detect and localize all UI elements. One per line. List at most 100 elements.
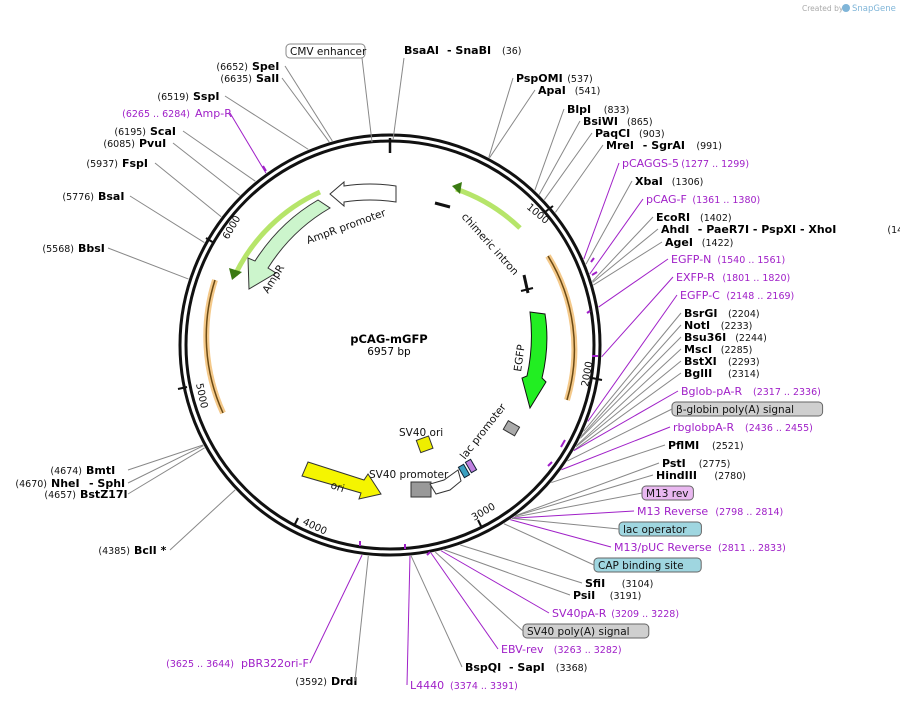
right-site-name[interactable]: BglII — [684, 367, 712, 380]
right-primer-name[interactable]: L4440 — [410, 679, 444, 692]
left-site-name[interactable]: BmtI — [86, 464, 115, 477]
left-site-name[interactable]: SalI — [256, 72, 279, 85]
right-primer-name[interactable]: EGFP-C — [680, 289, 720, 302]
right-primer-name[interactable]: M13/pUC Reverse — [614, 541, 712, 554]
right-site-extra[interactable]: - PaeR7I - PspXI - XhoI — [698, 223, 837, 236]
right-site-name[interactable]: BsiWI — [583, 115, 618, 128]
right-leader-line — [515, 462, 660, 517]
left-site-name[interactable]: FspI — [122, 157, 148, 170]
left-site-name[interactable]: SspI — [193, 90, 219, 103]
cmv-enhancer-box[interactable] — [285, 43, 366, 59]
right-leader-line — [591, 216, 654, 282]
left-site-labels: SpeI (6652) SalI (6635)SspI (6519) Amp-R (6265… — [15, 60, 369, 688]
left-site-name[interactable]: BclI * — [134, 544, 167, 557]
right-primer-name[interactable]: pCAG-F — [646, 193, 687, 206]
chimeric-intron-feature[interactable] — [434, 201, 534, 294]
right-site-name[interactable]: MreI — [606, 139, 634, 152]
right-leader-line — [561, 426, 671, 471]
left-site-name[interactable]: NheI — [51, 477, 80, 490]
credit-created-by: Created by — [802, 4, 844, 13]
right-leader-line — [554, 144, 604, 213]
right-site-name[interactable]: Bsu36I — [684, 331, 726, 344]
right-primer-name[interactable]: rbglobpA-R — [673, 421, 734, 434]
right-leader-line — [543, 132, 593, 200]
right-leader-line — [592, 228, 659, 283]
intron-coverage-arc-core — [547, 255, 576, 401]
left-site-coord: (4674) — [50, 466, 82, 477]
right-site-name[interactable]: BlpI — [567, 103, 591, 116]
left-site-name[interactable]: BbsI — [78, 242, 105, 255]
left-site-coord: (6519) — [157, 92, 189, 103]
backbone-outer — [178, 133, 602, 557]
right-site-name[interactable]: PflMI — [668, 439, 699, 452]
right-site-name[interactable]: ApaI — [538, 84, 566, 97]
right-leader-line — [440, 550, 550, 614]
left-site-extra[interactable]: - SphI — [89, 477, 125, 490]
right-site-extra[interactable]: - SgrAI — [643, 139, 685, 152]
left-primer-name[interactable]: Amp-R — [195, 107, 232, 120]
m13-rev-mark — [464, 458, 478, 474]
left-leader-line — [281, 77, 330, 143]
right-leader-line — [511, 517, 620, 530]
sv40-promoter-label: SV40 promoter — [369, 469, 449, 481]
left-site-name[interactable]: ScaI — [150, 125, 176, 138]
right-primer-name[interactable]: EXFP-R — [676, 271, 715, 284]
egfp-feature[interactable] — [521, 311, 548, 410]
right-site-name[interactable]: BsrGI — [684, 307, 717, 320]
left-leader-line — [127, 445, 204, 484]
right-site-name[interactable]: SfiI — [585, 577, 605, 590]
right-primer-name[interactable]: Bglob-pA-R — [681, 385, 743, 398]
left-site-coord: (5776) — [62, 192, 94, 203]
ampr-promoter-feature[interactable] — [329, 180, 397, 208]
left-leader-line — [127, 447, 205, 495]
left-primer-coord: (6265 .. 6284) — [122, 109, 190, 120]
right-site-name[interactable]: HindIII — [656, 469, 697, 482]
right-site-name[interactable]: BspQI — [465, 661, 501, 674]
left-site-coord: (6652) — [216, 62, 248, 73]
right-primer-name[interactable]: SV40pA-R — [552, 607, 607, 620]
right-primer-name[interactable]: EGFP-N — [671, 253, 711, 266]
right-leader-line — [587, 294, 678, 422]
right-site-name[interactable]: PsiI — [573, 589, 595, 602]
right-site-name[interactable]: PspOMI — [516, 72, 563, 85]
right-site-name[interactable]: MscI — [684, 343, 712, 356]
right-site-name[interactable]: PstI — [662, 457, 686, 470]
right-leader-line — [444, 549, 571, 596]
snabi-coord: (36) — [502, 46, 522, 57]
right-site-name[interactable]: AhdI — [661, 223, 689, 236]
right-site-name[interactable]: XbaI — [635, 175, 663, 188]
left-site-name[interactable]: PvuI — [139, 137, 166, 150]
left-primer-name[interactable]: pBR322ori-F — [241, 657, 309, 670]
right-site-name[interactable]: BstXI — [684, 355, 717, 368]
left-site-name[interactable]: SpeI — [252, 60, 279, 73]
left-site-name[interactable]: DrdI — [331, 675, 358, 688]
right-site-coord: (3104) — [622, 579, 654, 590]
sv40-promoter-feature[interactable] — [410, 481, 432, 498]
right-feature-label: β-globin poly(A) signal — [676, 404, 794, 416]
left-site-coord: (4385) — [98, 546, 130, 557]
right-leader-line — [406, 556, 411, 686]
right-leader-line — [583, 312, 682, 432]
right-leader-line — [585, 180, 633, 265]
left-site-coord: (6635) — [220, 74, 252, 85]
right-leader-line — [583, 162, 620, 260]
right-site-extra[interactable]: - SapI — [509, 661, 545, 674]
ampr-feature[interactable] — [247, 199, 331, 290]
lac-promoter-feature[interactable] — [429, 469, 462, 495]
right-site-name[interactable]: NotI — [684, 319, 710, 332]
left-site-name[interactable]: BsaI — [98, 190, 124, 203]
right-primer-name[interactable]: EBV-rev — [501, 643, 544, 656]
right-site-name[interactable]: EcoRI — [656, 211, 690, 224]
right-leader-line — [567, 408, 673, 462]
ampr-green-arrowhead — [229, 268, 242, 280]
tick-marks — [177, 205, 603, 529]
left-site-name[interactable]: BstZ17I — [80, 488, 128, 501]
intron-coverage-arc — [545, 254, 578, 401]
right-site-name[interactable]: AgeI — [665, 236, 693, 249]
right-site-name[interactable]: PaqCI — [595, 127, 630, 140]
right-primer-name[interactable]: M13 Reverse — [637, 505, 708, 518]
ori-feature[interactable] — [301, 461, 382, 500]
sv40-ori-feature[interactable] — [415, 435, 434, 454]
right-primer-name[interactable]: pCAGGS-5 — [622, 157, 679, 170]
plasmid-name: pCAG-mGFP — [350, 332, 428, 346]
